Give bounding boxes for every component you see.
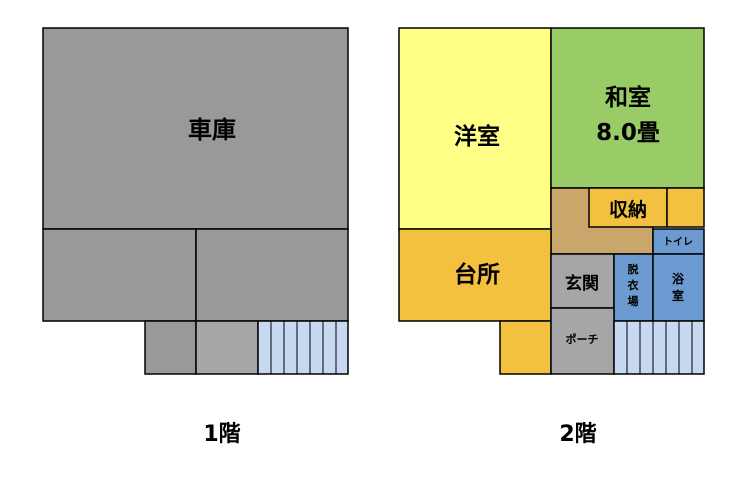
bathroom-area [652,253,705,322]
kitchen-label: 台所 [454,261,500,288]
bathroom-label-line2: 室 [672,288,684,303]
kitchen-area [398,228,552,322]
floor-1-plan [42,27,349,375]
dressing-label-line2: 衣 [628,278,640,292]
bathroom-label-line1: 浴 [672,271,685,286]
japanese-room-area [550,27,705,189]
floor1-lower-left-room [42,228,197,322]
floor1-small-block [144,320,197,375]
floor1-stairs [257,320,349,375]
floor1-lower-right-room [195,228,349,322]
japanese-room-label-line1: 和室 [605,84,651,111]
japanese-room-label-line2: 8.0畳 [596,120,660,146]
storage-side-area [666,187,705,228]
toilet-area [652,228,705,255]
western-room-area [398,27,552,230]
dressing-label-line1: 脱 [628,262,639,276]
floor-1-caption: 1階 [203,422,240,447]
toilet-label: トイレ [663,236,693,248]
garage-area [42,27,349,230]
porch-label: ポーチ [566,332,599,346]
dressing-room-area [613,253,654,322]
floor-2-plan [398,27,705,375]
dressing-label-line3: 場 [628,294,639,308]
entrance-label: 玄関 [565,273,599,294]
floor1-stair-steps [270,321,337,374]
floor-2-caption: 2階 [559,422,596,447]
porch-area [550,307,615,375]
storage-area [588,187,668,228]
garage-label: 車庫 [188,116,236,144]
kitchen-extension [499,320,552,375]
floor1-light-block [195,320,259,375]
western-room-label: 洋室 [454,123,500,150]
storage-label: 収納 [609,198,647,221]
floor2-stair-steps [626,321,693,374]
floor2-stairs [613,320,705,375]
